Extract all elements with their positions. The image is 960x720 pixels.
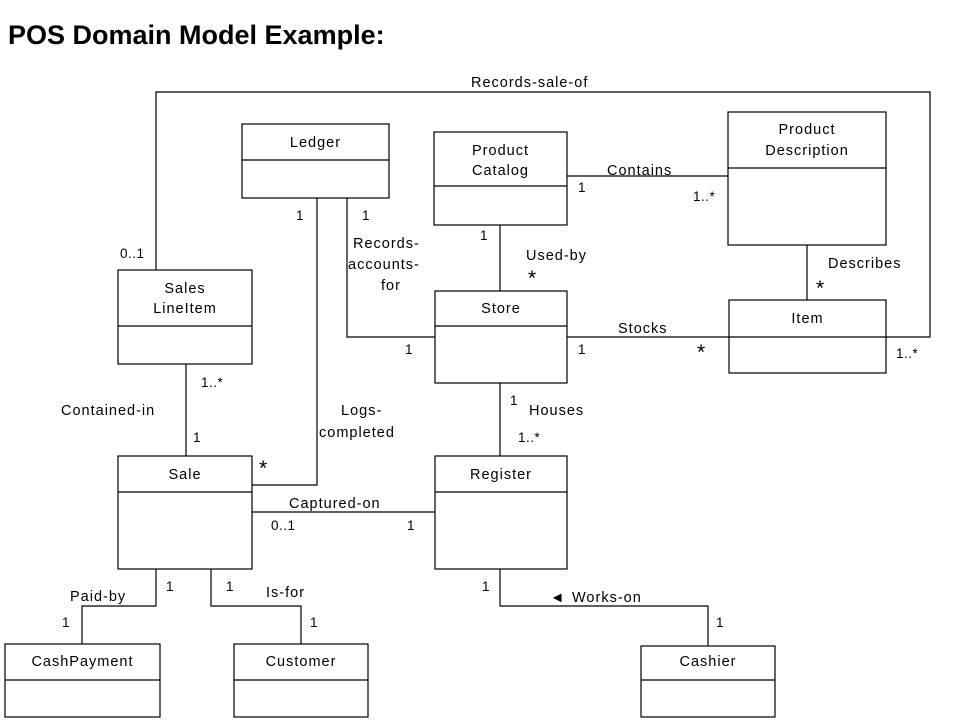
mult-store-houses: 1 [510,393,518,408]
class-sale-name: Sale [168,467,201,483]
mult-sale-paid: 1 [166,579,174,594]
assoc-records-accounts-for-3: for [381,278,401,294]
class-item: Item [728,299,887,374]
class-cash-payment: CashPayment [4,643,161,718]
assoc-stocks: Stocks [618,321,668,337]
mult-store-stocks: 1 [578,342,586,357]
class-cash-payment-name: CashPayment [31,654,133,670]
is-for-line [210,569,302,644]
mult-catalog-used-by: 1 [480,228,488,243]
class-product-catalog: Product Catalog [433,131,568,226]
records-accounts-for-line [346,198,435,338]
assoc-records-accounts-for-2: accounts- [348,257,420,273]
mult-description-contains: 1..* [693,189,716,204]
class-product-description-name-2: Description [765,143,849,159]
mult-register-houses: 1..* [518,430,541,445]
mult-customer-isfor: 1 [310,615,318,630]
assoc-houses: Houses [529,403,584,419]
mult-cashier-works: 1 [716,615,724,630]
assoc-contained-in: Contained-in [61,403,155,419]
class-product-description: Product Description [727,111,887,246]
mult-item-stocks: * [697,341,705,364]
mult-sli-contained: 1..* [201,375,224,390]
assoc-logs-completed-2: completed [319,425,395,441]
class-product-catalog-name-1: Product [472,143,529,159]
mult-ledger-records: 1 [362,208,370,223]
paid-by-line [81,569,157,644]
works-on-direction-arrow: ◄ [550,590,565,606]
mult-sale-contained: 1 [193,430,201,445]
class-cashier-name: Cashier [680,654,737,670]
assoc-captured-on: Captured-on [289,496,381,512]
assoc-contains: Contains [607,163,672,179]
assoc-records-sale-of: Records-sale-of [471,75,588,91]
assoc-is-for: Is-for [266,585,305,601]
mult-catalog-contains: 1 [578,180,586,195]
class-sales-line-item: Sales LineItem [117,269,253,365]
mult-register-works: 1 [482,579,490,594]
class-customer: Customer [233,643,369,718]
mult-sale-logs: * [259,457,267,480]
assoc-works-on: Works-on [572,590,642,606]
assoc-paid-by: Paid-by [70,589,126,605]
records-sale-of-line [155,91,931,338]
class-sales-line-item-name-2: LineItem [153,301,217,317]
assoc-records-accounts-for-1: Records- [353,236,420,252]
class-product-catalog-name-2: Catalog [472,163,529,179]
page-title: POS Domain Model Example: [8,20,385,50]
mult-sale-isfor: 1 [226,579,234,594]
mult-describes-item: * [816,277,824,300]
assoc-logs-completed-1: Logs- [341,403,382,419]
works-on-line [499,569,709,646]
class-ledger-name: Ledger [290,135,341,151]
class-item-name: Item [791,311,823,327]
mult-register-captured: 1 [407,518,415,533]
assoc-used-by: Used-by [526,248,587,264]
mult-ledger-logs: 1 [296,208,304,223]
class-register: Register [434,455,568,570]
mult-records-sale-of-item: 1..* [896,346,919,361]
class-store: Store [434,290,568,384]
assoc-describes: Describes [828,256,901,272]
mult-records-sale-of-sli: 0..1 [120,246,145,261]
mult-sale-captured: 0..1 [271,518,296,533]
class-customer-name: Customer [266,654,337,670]
class-sale: Sale [117,455,253,570]
class-store-name: Store [481,301,521,317]
class-product-description-name-1: Product [779,122,836,138]
mult-store-used-by: * [528,267,536,290]
class-sales-line-item-name-1: Sales [164,281,205,297]
class-cashier: Cashier [640,645,776,718]
class-ledger: Ledger [241,123,390,199]
logs-completed-line [252,198,318,486]
class-register-name: Register [470,467,532,483]
mult-store-records: 1 [405,342,413,357]
mult-cashpayment-paid: 1 [62,615,70,630]
